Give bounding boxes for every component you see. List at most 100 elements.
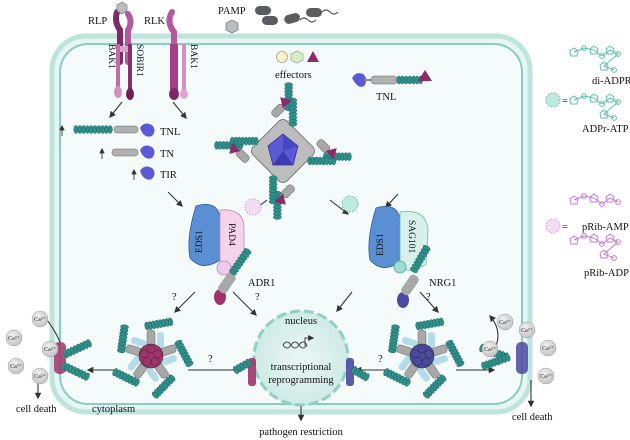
- calcium-ion-icon: Ca²⁺: [481, 340, 499, 358]
- calcium-ion-label: Ca²⁺: [10, 363, 22, 370]
- calcium-ion-label: Ca²⁺: [540, 373, 552, 380]
- tir-domain-icon: [352, 73, 367, 87]
- pamp-hexagon-icon: [225, 19, 239, 34]
- adr1-nb-domain: [218, 272, 236, 294]
- plant-cell: [49, 33, 533, 415]
- bak1-left-bar: [116, 44, 120, 88]
- nucleus-line2: reprogramming: [268, 375, 334, 386]
- rlk-label: RLK: [144, 16, 165, 27]
- calcium-ion-label: Ca²⁺: [34, 373, 46, 380]
- calcium-ion-label: Ca²⁺: [34, 316, 46, 323]
- legend: di-ADPR = ADPr-ATP = pRib-AMP pRib-ADP: [545, 45, 630, 279]
- pathogen-restriction-label: pathogen restriction: [259, 427, 343, 438]
- bak1-right-label: BAK1: [188, 44, 198, 69]
- pad4-label: PAD4: [226, 223, 236, 246]
- gene-tn-label: TN: [160, 149, 174, 160]
- calcium-ion-icon: Ca²⁺: [31, 310, 49, 328]
- di-adpr-ligand-icon: [545, 92, 561, 108]
- cell-death-right-label: cell death: [512, 412, 553, 423]
- nrg1-channel-center: [346, 358, 370, 386]
- induced-genes: TNL TN TIR: [59, 123, 180, 181]
- question-mark: ?: [172, 292, 177, 303]
- sobir1-label: SOBIR1: [134, 44, 144, 77]
- eds1-pad4-adr1-complex: EDS1 PAD4 ADR1: [188, 198, 275, 305]
- legend-equals-1: =: [562, 96, 568, 107]
- dna-icon: [282, 335, 315, 349]
- prib-amp-structure-icon: [569, 193, 621, 207]
- calcium-ion-icon: Ca²⁺: [31, 367, 49, 385]
- legend-prib-amp-label: pRib-AMP: [582, 222, 629, 233]
- nucleus-line1: transcriptional: [271, 362, 332, 373]
- tir-domain-icon: [140, 145, 155, 159]
- prib-adp-structure-icon: [569, 233, 621, 261]
- question-mark: ?: [426, 292, 431, 303]
- effector-triangle-icon: [418, 70, 432, 81]
- nucleus-label: nucleus: [285, 316, 317, 327]
- eds1-sag101-nrg1-complex: EDS1 SAG101 NRG1: [341, 195, 456, 308]
- tnl-protein-top: TNL: [352, 70, 432, 103]
- pamp-hexagon-icon: [116, 1, 128, 15]
- pattern-receptors: RLP RLK BAK1 SOBIR1 BAK1: [88, 1, 198, 100]
- calcium-ion-icon: Ca²⁺: [539, 339, 557, 357]
- gene-tir-label: TIR: [160, 170, 177, 181]
- adr1-resistosome: [112, 317, 194, 399]
- adpr-atp-structure-icon: [569, 93, 621, 121]
- bak1-left-domain: [114, 86, 122, 98]
- nrg1-label: NRG1: [429, 278, 456, 289]
- question-mark: ?: [255, 292, 260, 303]
- lrr-coil: [396, 75, 424, 85]
- calcium-ion-icon: Ca²⁺: [41, 340, 59, 358]
- sobir1-bar: [128, 44, 132, 90]
- calcium-ion-label: Ca²⁺: [499, 319, 511, 326]
- nb-domain: [370, 75, 398, 85]
- tnl-top-label: TNL: [376, 92, 396, 103]
- nrg1-cc-domain: [397, 292, 409, 308]
- cytoplasm-label: cytoplasm: [92, 404, 135, 415]
- calcium-ion-label: Ca²⁺: [484, 346, 496, 353]
- calcium-ion-icon: Ca²⁺: [537, 367, 555, 385]
- nrg1-nb-domain: [401, 274, 419, 296]
- sag101-label: SAG101: [406, 220, 416, 254]
- di-adpr-ligand-icon: [393, 260, 407, 274]
- pamp-label: PAMP: [218, 6, 246, 17]
- pathogen-icon: [255, 6, 339, 25]
- lrr-coil: [410, 245, 431, 274]
- legend-adpr-atp-label: ADPr-ATP: [582, 124, 629, 135]
- di-adpr-ligand-icon: [341, 195, 359, 213]
- calcium-ion-icon: Ca²⁺: [5, 329, 23, 347]
- lrr-coil: [73, 125, 113, 134]
- adr1-channel-center: [232, 358, 256, 386]
- calcium-ion-label: Ca²⁺: [521, 327, 533, 334]
- tir-domain-icon: [140, 166, 155, 180]
- prib-ligand-icon: [244, 198, 262, 216]
- calcium-ion-label: Ca²⁺: [44, 346, 56, 353]
- adr1-pm-channel: [54, 339, 92, 381]
- sobir1-domain: [126, 88, 134, 100]
- rlp-receptor: [113, 9, 134, 65]
- rlk-receptor: [166, 9, 188, 100]
- prib-ligand-icon: [216, 260, 232, 276]
- legend-prib-adp-label: pRib-ADP: [584, 268, 629, 279]
- question-mark: ?: [208, 354, 213, 365]
- plasma-membrane: [59, 43, 523, 405]
- question-mark: ?: [378, 354, 383, 365]
- cell-death-left-label: cell death: [16, 404, 57, 415]
- calcium-ion-label: Ca²⁺: [542, 345, 554, 352]
- calcium-ion-icon: Ca²⁺: [496, 313, 514, 331]
- prib-ligand-icon: [545, 218, 561, 234]
- effector-triangle-icon: [307, 51, 319, 62]
- effectors-group: effectors: [275, 50, 319, 81]
- eds1-right-label: EDS1: [376, 233, 386, 256]
- rlp-label: RLP: [88, 16, 107, 27]
- calcium-ions: Ca²⁺ Ca²⁺ Ca²⁺ Ca²⁺ Ca²⁺ Ca²⁺ Ca²⁺ Ca²⁺ Ca²⁺ Ca²⁺: [5, 310, 557, 385]
- effectors-label: effectors: [275, 70, 312, 81]
- lrr-coil: [229, 248, 252, 276]
- legend-di-adpr-label: di-ADPR: [592, 76, 630, 87]
- tnl-resistosome: [214, 82, 352, 220]
- adr1-label: ADR1: [248, 278, 275, 289]
- effector-hexagon-icon: [290, 50, 304, 64]
- bak1-left-label: BAK1: [106, 44, 116, 69]
- calcium-ion-icon: Ca²⁺: [7, 357, 25, 375]
- pamp-group: PAMP: [218, 6, 339, 34]
